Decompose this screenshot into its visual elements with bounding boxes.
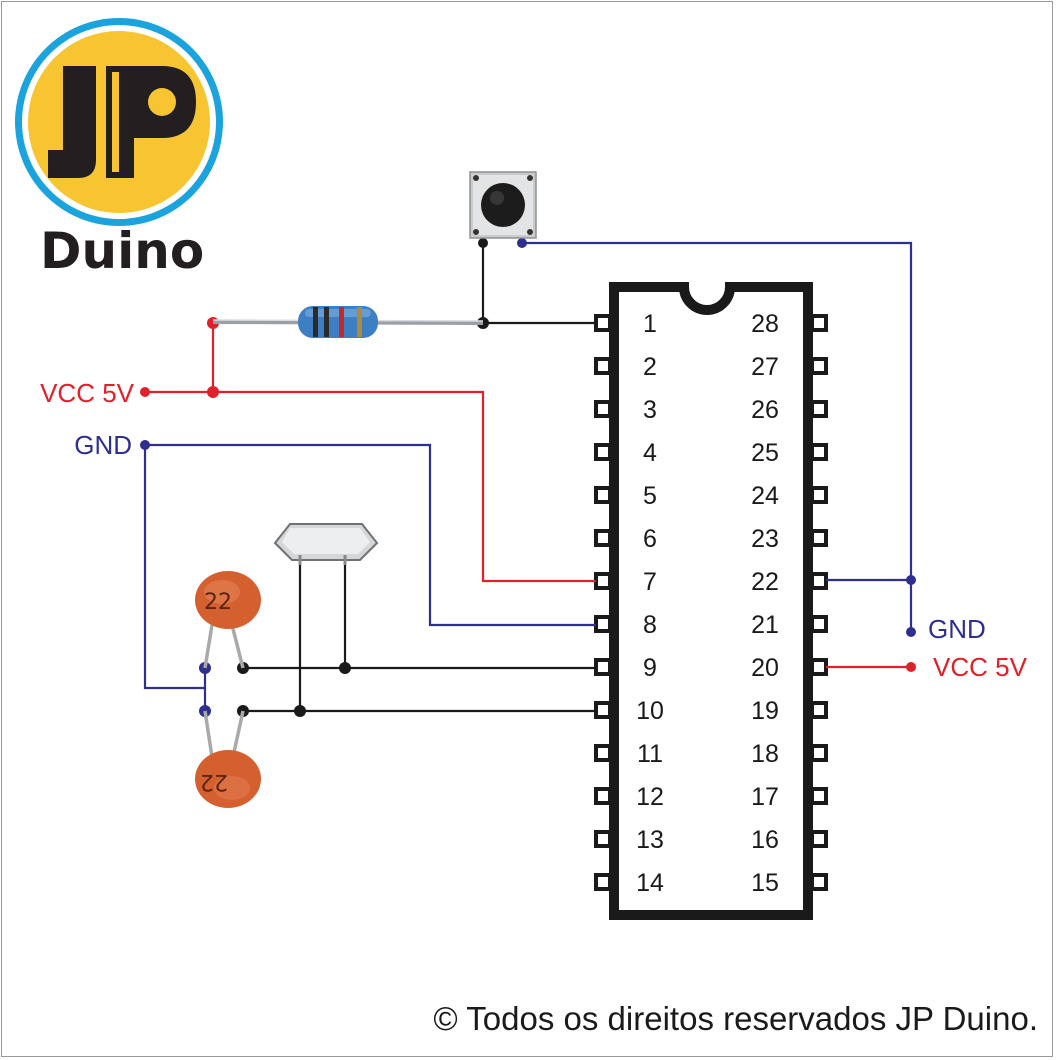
- chip-pin-pad: [810, 400, 828, 418]
- chip-pin-number: 17: [751, 783, 779, 811]
- gnd-left-label: GND: [74, 430, 132, 460]
- chip-pin-number: 21: [751, 611, 779, 639]
- capacitor-top: 22: [195, 571, 261, 669]
- chip-pin-number: 10: [636, 697, 664, 725]
- copyright-notice: © Todos os direitos reservados JP Duino.: [433, 1000, 1038, 1037]
- chip-pin-pad: [594, 357, 612, 375]
- chip-pin-number: 6: [643, 525, 657, 553]
- chip-pin-pad: [594, 787, 612, 805]
- chip-pin-number: 1: [643, 310, 657, 338]
- chip-pin-number: 22: [751, 568, 779, 596]
- chip-pin-pad: [810, 314, 828, 332]
- vcc-wires: [145, 323, 911, 669]
- chip-right-pins: 28 27 26 25 24 23 22 21 20 19 18 17 16 15: [751, 310, 828, 897]
- chip-pin-pad: [594, 658, 612, 676]
- chip-pin-number: 4: [643, 439, 657, 467]
- chip-pin-number: 3: [643, 396, 657, 424]
- chip-pin-number: 16: [751, 826, 779, 854]
- gnd-wires: [143, 241, 913, 711]
- chip-pin-number: 25: [751, 439, 779, 467]
- chip-pin-number: 2: [643, 353, 657, 381]
- chip-pin-pad: [810, 357, 828, 375]
- chip-pin-pad: [594, 529, 612, 547]
- chip-pin-number: 8: [643, 611, 657, 639]
- chip-pin-number: 18: [751, 740, 779, 768]
- signal-nodes: [237, 238, 489, 717]
- chip-pin-pad: [594, 744, 612, 762]
- chip-pin-number: 24: [751, 482, 779, 510]
- capacitor-top-label: 22: [204, 590, 232, 615]
- chip-pin-number: 13: [636, 826, 664, 854]
- chip-pin-number: 9: [643, 654, 657, 682]
- atmega-chip: [609, 282, 813, 920]
- chip-pin-pad: [594, 701, 612, 719]
- chip-pin-pad: [810, 744, 828, 762]
- chip-pin-number: 26: [751, 396, 779, 424]
- chip-pin-pad: [594, 314, 612, 332]
- signal-wires: [243, 243, 596, 713]
- chip-pin-number: 27: [751, 353, 779, 381]
- push-button: [469, 171, 537, 239]
- gnd-right-label: GND: [928, 614, 986, 644]
- chip-pin-number: 23: [751, 525, 779, 553]
- chip-pin-number: 5: [643, 482, 657, 510]
- chip-pin-pad: [810, 486, 828, 504]
- chip-pin-number: 19: [751, 697, 779, 725]
- logo-word: Duino: [40, 222, 204, 280]
- chip-pin-pad: [594, 572, 612, 590]
- chip-pin-pad: [810, 443, 828, 461]
- chip-pin-pad: [594, 830, 612, 848]
- jp-duino-logo: Duino: [15, 18, 223, 280]
- chip-pin-pad: [810, 873, 828, 891]
- chip-pin-number: 20: [751, 654, 779, 682]
- chip-pin-pad: [810, 572, 828, 590]
- chip-pin-number: 14: [636, 869, 664, 897]
- chip-pin-pad: [810, 658, 828, 676]
- chip-pin-number: 12: [636, 783, 664, 811]
- chip-pin-number: 28: [751, 310, 779, 338]
- chip-pin-pad: [810, 529, 828, 547]
- chip-pin-pad: [594, 486, 612, 504]
- chip-pin-number: 7: [643, 568, 657, 596]
- capacitor-bottom-label: 22: [200, 769, 228, 794]
- capacitor-bottom: 22: [195, 710, 261, 808]
- chip-pin-pad: [594, 615, 612, 633]
- chip-pin-pad: [594, 443, 612, 461]
- chip-pin-pad: [810, 830, 828, 848]
- chip-pin-number: 11: [637, 740, 663, 768]
- vcc-left-label: VCC 5V: [40, 378, 135, 408]
- chip-pin-pad: [594, 873, 612, 891]
- vcc-right-label: VCC 5V: [933, 652, 1028, 682]
- chip-pin-number: 15: [751, 869, 779, 897]
- chip-pin-pad: [810, 615, 828, 633]
- crystal-oscillator: [273, 523, 379, 565]
- resistor: [212, 306, 484, 338]
- chip-pin-pad: [594, 400, 612, 418]
- chip-pin-pad: [810, 701, 828, 719]
- chip-pin-pad: [810, 787, 828, 805]
